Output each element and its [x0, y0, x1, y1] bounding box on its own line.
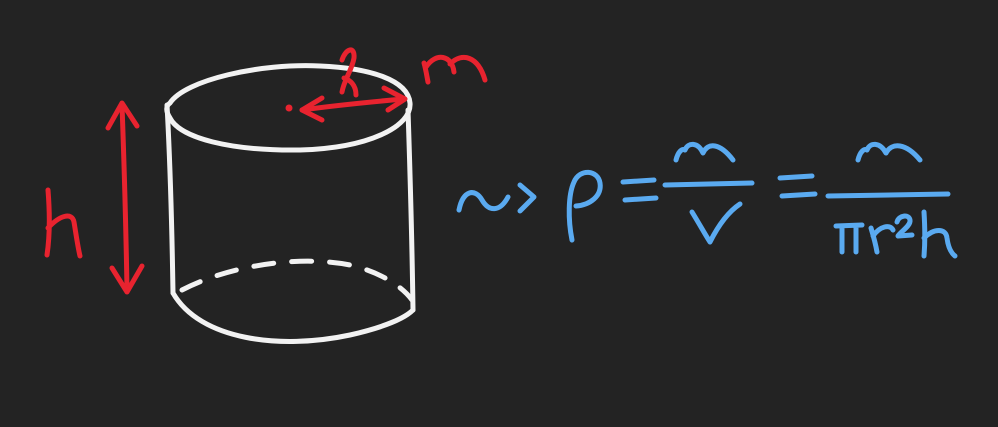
radius-annotation [285, 47, 488, 123]
fraction-2-denominator-pi [833, 222, 865, 255]
height-arrow-head-top [105, 100, 140, 131]
fraction-2-numerator-m [855, 141, 923, 163]
cylinder-bottom-back-dashed [179, 258, 415, 303]
height-arrow-head-bottom [109, 263, 145, 295]
height-annotation [44, 100, 145, 295]
cylinder-right-side [405, 107, 416, 313]
height-label-h [44, 187, 83, 259]
fraction-1-denominator-V [689, 201, 743, 245]
mass-label-m [421, 54, 488, 85]
cylinder-bottom-front [170, 290, 416, 344]
height-arrow-shaft [119, 102, 130, 293]
implies-arrow-icon [456, 190, 511, 213]
fraction-1-bar [662, 180, 755, 188]
implies-arrow-head [517, 182, 537, 214]
equals-sign-2 [777, 173, 818, 199]
rho-symbol [566, 169, 603, 243]
cylinder [164, 63, 416, 344]
cylinder-left-side [164, 102, 176, 296]
radius-arrow-head-left [299, 95, 325, 123]
radius-arrow-shaft [299, 96, 406, 113]
fraction-1-numerator-m [673, 141, 736, 163]
density-formula [456, 141, 958, 259]
fraction-2-denominator-r [868, 224, 896, 255]
center-dot [285, 104, 293, 112]
radius-arrow-head-right [381, 85, 408, 113]
radius-label-r [339, 47, 359, 98]
fraction-2-bar [825, 191, 951, 199]
cylinder-top-ellipse [164, 63, 413, 153]
fraction-2-denominator-h [921, 209, 958, 259]
equals-sign-1 [620, 177, 659, 203]
fraction-2-denominator-squared [894, 213, 915, 239]
